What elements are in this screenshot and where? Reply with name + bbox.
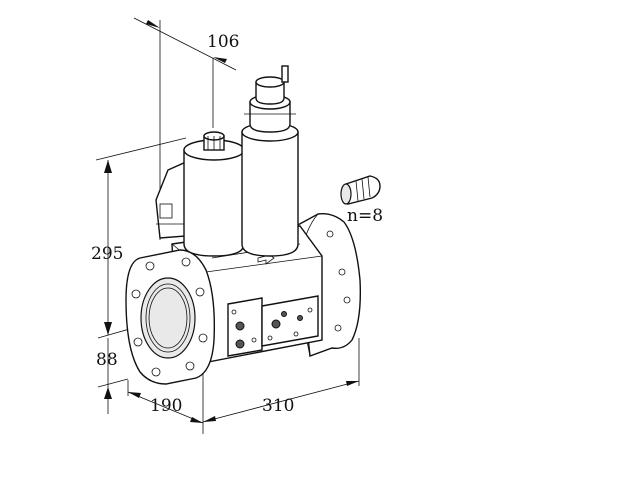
inlet-flange bbox=[125, 249, 215, 385]
dim-310-label: 310 bbox=[262, 396, 294, 416]
bolt-count-label: n=8 bbox=[347, 206, 383, 226]
valve-body bbox=[125, 65, 362, 385]
solenoid-left bbox=[183, 131, 245, 257]
solenoid-right bbox=[241, 65, 299, 257]
dim-295-label: 295 bbox=[91, 244, 123, 264]
dimension-310: 310 bbox=[202, 338, 360, 423]
dim-106-label: 106 bbox=[207, 32, 239, 52]
terminal-plates bbox=[227, 295, 319, 357]
dimension-295: 295 bbox=[91, 137, 187, 335]
dim-88-label: 88 bbox=[96, 350, 118, 370]
dim-190-label: 190 bbox=[150, 396, 182, 416]
cable-gland-icon bbox=[340, 175, 381, 205]
dimension-190: 190 bbox=[127, 355, 204, 434]
